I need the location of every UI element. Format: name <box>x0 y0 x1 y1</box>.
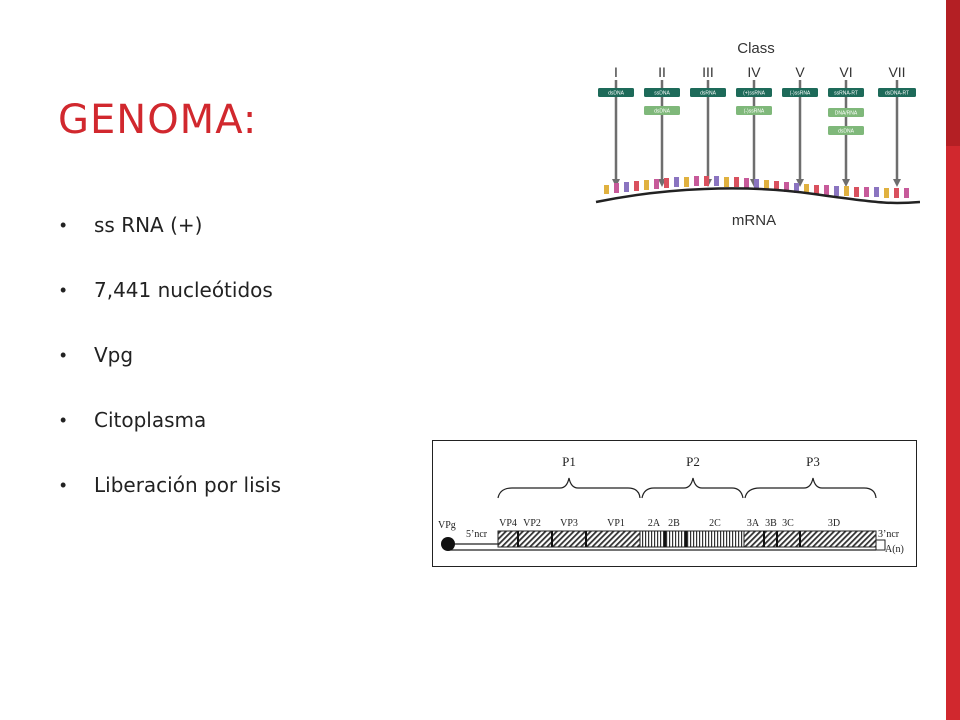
genome-type-label: dsRNA <box>700 91 717 97</box>
class-numeral: VII <box>888 64 905 80</box>
gene-label-3d: 3D <box>828 518 840 529</box>
vpg-label: VPg <box>438 520 456 531</box>
genome-type-box <box>644 88 680 97</box>
bullet-text: 7,441 nucleótidos <box>94 278 273 302</box>
gene-label-3b: 3B <box>765 518 777 529</box>
bullet-text: Liberación por lisis <box>94 473 282 497</box>
genome-type-label: (+)ssRNA <box>743 91 765 97</box>
class-numeral: III <box>702 64 714 80</box>
bullet-item: • ss RNA (+) <box>60 212 281 238</box>
three-ncr-label: 3’ncr <box>878 529 900 540</box>
vpg-dot-icon <box>441 537 455 551</box>
bullet-text: Citoplasma <box>94 408 207 432</box>
bullet-icon: • <box>60 345 67 365</box>
gene-label-3c: 3C <box>782 518 794 529</box>
genome-type-box <box>828 126 864 135</box>
accent-sidebar-top <box>946 0 960 146</box>
genome-type-box <box>598 88 634 97</box>
gene-label-2a: 2A <box>648 518 661 529</box>
genome-type-box <box>782 88 818 97</box>
gene-label-2b: 2B <box>668 518 680 529</box>
gene-label-vp3: VP3 <box>560 518 578 529</box>
genome-type-box <box>828 108 864 117</box>
mrna-label: mRNA <box>732 212 776 229</box>
mrna-strand <box>595 187 920 205</box>
mrna-nucleotides <box>604 176 909 198</box>
polyprotein-brace-p2 <box>641 477 744 499</box>
polyprotein-brace-p1 <box>497 477 641 499</box>
genome-map-figure: P1 P2 P3 VPg 5’ncr 3’ncr A(n) VP4 VP2 VP… <box>438 454 904 555</box>
bullet-item: • Vpg <box>60 342 281 368</box>
bullet-icon: • <box>60 280 67 300</box>
genome-type-box <box>878 88 916 97</box>
bullet-icon: • <box>60 475 67 495</box>
gene-label-vp1: VP1 <box>607 518 625 529</box>
bullet-list: • ss RNA (+) • 7,441 nucleótidos • Vpg • Cit… <box>60 212 281 537</box>
genome-type-label: ssRNA-RT <box>834 91 858 97</box>
bullet-item: • Liberación por lisis <box>60 472 281 498</box>
p1-region <box>497 530 641 548</box>
genome-type-label: (-)ssRNA <box>790 91 811 97</box>
gene-label-3a: 3A <box>747 518 760 529</box>
class-numeral: V <box>795 64 805 80</box>
bullet-text: ss RNA (+) <box>94 213 203 237</box>
poly-a-box <box>875 539 886 551</box>
genome-type-box <box>690 88 726 97</box>
bullet-item: • Citoplasma <box>60 407 281 433</box>
bullet-text: Vpg <box>94 343 134 367</box>
poly-a-label: A(n) <box>885 544 904 555</box>
genome-type-label: dsDNA <box>838 129 855 135</box>
slide-title: GENOMA: <box>58 97 258 143</box>
five-ncr-label: 5’ncr <box>466 529 488 540</box>
genome-type-label: DNA/RNA <box>835 111 858 117</box>
bullet-icon: • <box>60 215 67 235</box>
p2-region <box>639 530 745 548</box>
polyprotein-label-p2: P2 <box>686 454 700 469</box>
genome-type-label: dsDNA-RT <box>885 91 909 97</box>
genome-figure-frame <box>432 440 917 567</box>
class-numeral: IV <box>747 64 761 80</box>
genome-type-box <box>828 88 864 97</box>
gene-label-vp4: VP4 <box>499 518 517 529</box>
baltimore-class-figure: Class I dsDNA II ssDNA dsDNA III dsRNA I… <box>595 40 920 229</box>
class-header: Class <box>737 40 775 57</box>
class-numeral: VI <box>839 64 852 80</box>
genome-type-box <box>736 88 772 97</box>
polyprotein-label-p1: P1 <box>562 454 576 469</box>
accent-sidebar <box>946 0 960 720</box>
bullet-icon: • <box>60 410 67 430</box>
class-numeral: I <box>614 64 618 80</box>
genome-type-box <box>736 106 772 115</box>
genome-type-box <box>644 106 680 115</box>
polyprotein-brace-p3 <box>744 477 877 499</box>
genome-type-label: ssDNA <box>654 91 670 97</box>
genome-type-label: dsDNA <box>654 109 671 115</box>
gene-label-2c: 2C <box>709 518 721 529</box>
polyprotein-label-p3: P3 <box>806 454 820 469</box>
bullet-item: • 7,441 nucleótidos <box>60 277 281 303</box>
class-numeral: II <box>658 64 666 80</box>
genome-type-label: dsDNA <box>608 91 625 97</box>
gene-label-vp2: VP2 <box>523 518 541 529</box>
genome-type-label: (-)ssRNA <box>744 109 765 115</box>
